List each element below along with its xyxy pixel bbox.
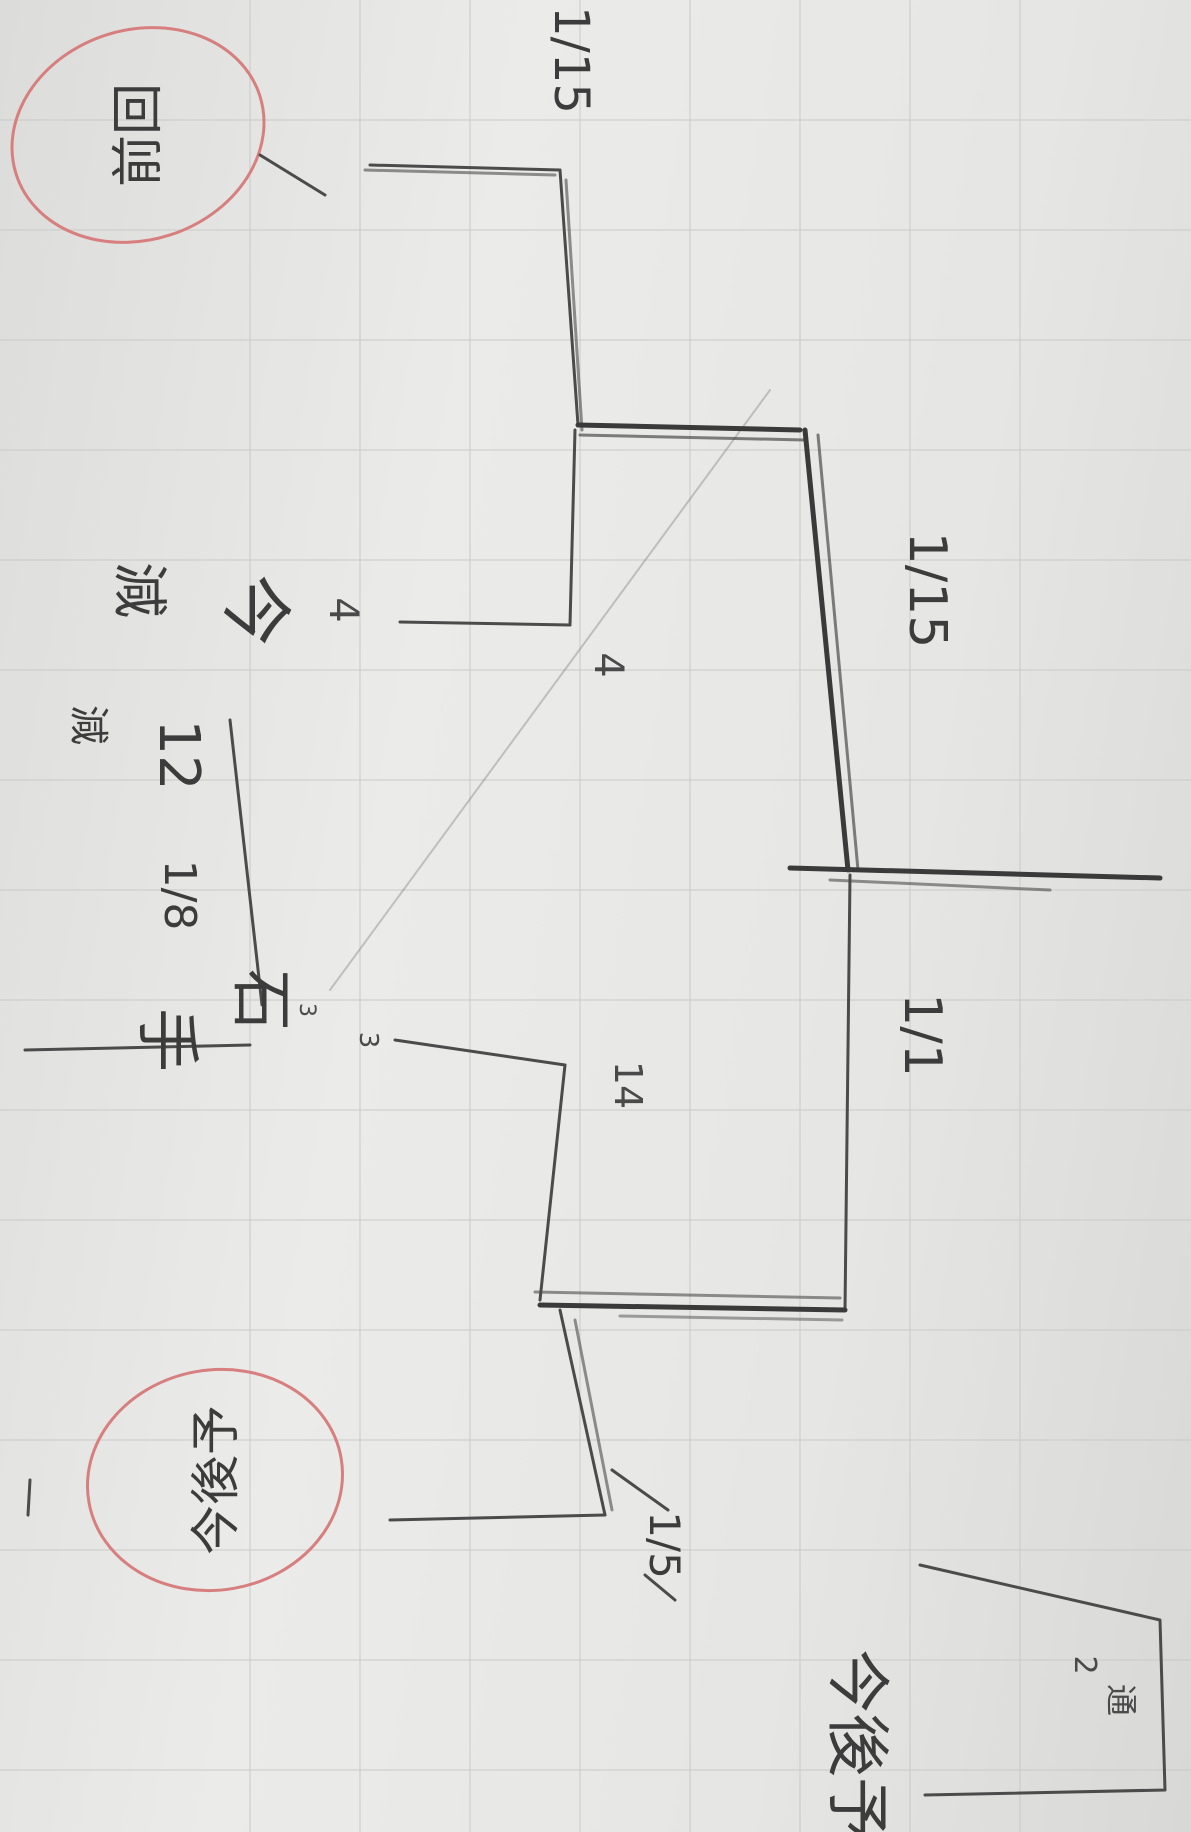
center-char-2: 石 <box>225 969 298 1031</box>
center-sub-2: 減 <box>65 705 111 745</box>
right-mid-date-label: 1/15 <box>897 532 957 649</box>
center-sub-3: 3 <box>294 1003 319 1017</box>
top-red-circle <box>10 26 266 244</box>
center-vertical-line <box>228 718 264 1007</box>
top-vertical-line <box>558 168 580 427</box>
top-date-label: 1/15 <box>543 6 599 114</box>
diagonal-guide-line <box>329 389 771 991</box>
top-entry-line-2 <box>363 168 557 177</box>
lower-bottom-vertical-2 <box>573 1318 614 1512</box>
center-number-12: 12 <box>146 719 211 790</box>
bottom-box-sub-label-2: 通 <box>1102 1684 1140 1716</box>
tick-mark-1 <box>610 1468 670 1512</box>
lower-connector-line-3 <box>618 1314 844 1322</box>
bottom-date-label: 1/5 <box>640 1511 689 1579</box>
top-vertical-line-2 <box>564 178 584 432</box>
left-bottom-mark <box>26 1478 32 1517</box>
step-3-label: 3 <box>353 1032 383 1049</box>
lower-connector-line-2 <box>533 1290 842 1300</box>
top-circle-label: 前回 <box>109 83 169 187</box>
right-spine-lower <box>843 873 852 1312</box>
bottom-red-circle <box>86 1367 344 1593</box>
top-circle-slash <box>258 153 327 197</box>
upper-connector-line-2 <box>578 433 807 442</box>
right-spine-upper-2 <box>816 433 860 872</box>
final-output-line-2 <box>828 878 1052 892</box>
center-char-1: 今 <box>213 574 297 646</box>
step-14-label: 14 <box>606 1061 650 1109</box>
lower-bottom-entry <box>388 1513 607 1522</box>
final-output-line <box>787 865 1163 881</box>
step-4-label: 4 <box>585 652 631 677</box>
lower-upper-entry <box>393 1038 567 1067</box>
center-exit-line <box>23 1043 252 1052</box>
center-date-1-8: 1/8 <box>154 860 205 931</box>
center-mark-1: 4 <box>320 597 366 622</box>
upper-lower-vertical <box>568 428 577 627</box>
tick-mark-2 <box>643 1573 677 1602</box>
top-entry-line <box>368 163 562 172</box>
center-char-3: 手 <box>129 1008 203 1072</box>
bottom-circle-label: 今後予 <box>187 1405 245 1555</box>
bottom-box-label: 今後予 <box>819 1649 893 1832</box>
bottom-box-sub-label: 2 <box>1067 1655 1102 1674</box>
lower-bottom-vertical <box>558 1308 607 1517</box>
lower-upper-vertical <box>538 1063 567 1302</box>
lower-connector-line <box>537 1302 848 1313</box>
right-lower-date-label: 1/1 <box>892 993 952 1077</box>
upper-lower-entry <box>398 620 572 627</box>
center-sub-1: 減 <box>106 562 171 618</box>
bottom-box-outline <box>918 1563 1167 1797</box>
right-spine-upper <box>802 427 851 873</box>
upper-connector-line <box>575 422 803 433</box>
